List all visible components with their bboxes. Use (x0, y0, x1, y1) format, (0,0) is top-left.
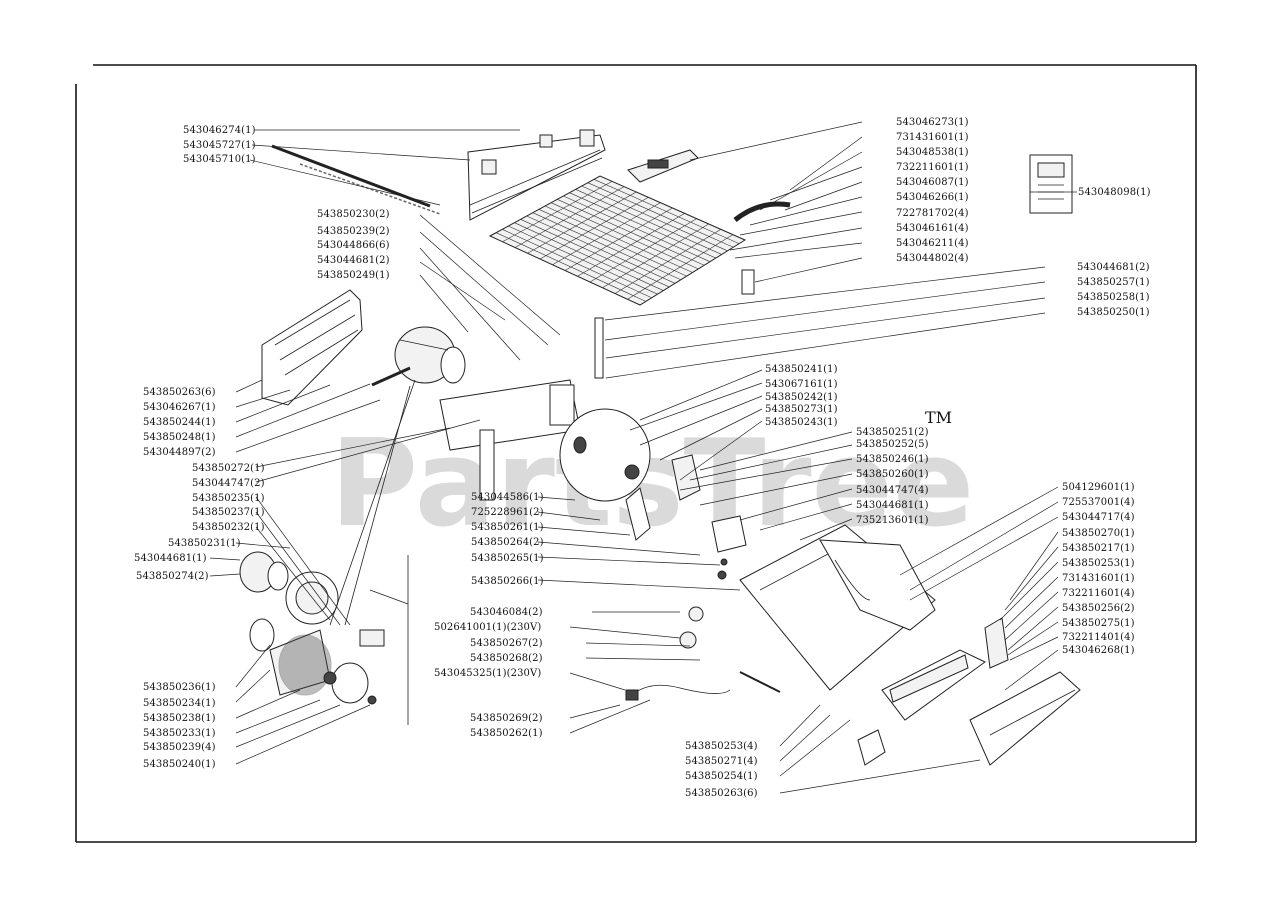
label: 543850251(2) (856, 427, 929, 438)
label: 543850244(1) (143, 417, 216, 428)
label: 543850264(2) (471, 537, 544, 548)
frame (75, 64, 1197, 843)
label: 543850217(1) (1062, 543, 1135, 554)
label: 543044681(2) (317, 255, 390, 266)
watermark: PartsTree TM (330, 408, 974, 554)
label: 543046274(1) (183, 125, 256, 136)
label: 543850232(1) (192, 522, 265, 533)
label: 543044717(4) (1062, 512, 1135, 523)
part-shapes (239, 129, 1081, 766)
label: 543044681(1) (134, 553, 207, 564)
label: 543850246(1) (856, 454, 929, 465)
label: 543045325(1)(230V) (434, 668, 541, 679)
label: 543850240(1) (143, 759, 216, 770)
label: 543046266(1) (896, 192, 969, 203)
label: 543850263(6) (685, 788, 758, 799)
label: 732211401(4) (1062, 632, 1135, 643)
label: 543850238(1) (143, 713, 216, 724)
label: 504129601(1) (1062, 482, 1135, 493)
label: 543850258(1) (1077, 292, 1150, 303)
leader-lines (209, 121, 1077, 794)
label: 543850250(1) (1077, 307, 1150, 318)
label: 543850274(2) (136, 571, 209, 582)
label: 543850263(6) (143, 387, 216, 398)
label: 725228961(2) (471, 507, 544, 518)
label: 543850252(5) (856, 439, 929, 450)
label: 543850230(2) (317, 209, 390, 220)
label: 543850261(1) (471, 522, 544, 533)
label: 543850256(2) (1062, 603, 1135, 614)
label: 731431601(1) (1062, 573, 1135, 584)
part-labels: 543046274(1) 543045727(1) 543045710(1) 5… (134, 117, 1151, 799)
label: 543850267(2) (470, 638, 543, 649)
label: 543850269(2) (470, 713, 543, 724)
label: 543850248(1) (143, 432, 216, 443)
label: 543044681(2) (1077, 262, 1150, 273)
label: 543850262(1) (470, 728, 543, 739)
label: 543850273(1) (765, 404, 838, 415)
label: 543850237(1) (192, 507, 265, 518)
label: 543850271(4) (685, 756, 758, 767)
watermark-text: PartsTree (330, 415, 974, 554)
label: 543850249(1) (317, 270, 390, 281)
label: 543850241(1) (765, 364, 838, 375)
label: 543044747(2) (192, 478, 265, 489)
label: 543046268(1) (1062, 645, 1135, 656)
label: 543850253(4) (685, 741, 758, 752)
label: 543044586(1) (471, 492, 544, 503)
label: 543046084(2) (470, 607, 543, 618)
label: 543850236(1) (143, 682, 216, 693)
label: 722781702(4) (896, 208, 969, 219)
label: 543850254(1) (685, 771, 758, 782)
label: 732211601(1) (896, 162, 969, 173)
label: 543850233(1) (143, 728, 216, 739)
label: 543850243(1) (765, 417, 838, 428)
label: 543044866(6) (317, 240, 390, 251)
label: 543044802(4) (896, 253, 969, 264)
label: 543067161(1) (765, 379, 838, 390)
label: 731431601(1) (896, 132, 969, 143)
label: 543850270(1) (1062, 528, 1135, 539)
label: 543046161(4) (896, 223, 969, 234)
table-grid (495, 179, 740, 302)
label: 543850275(1) (1062, 618, 1135, 629)
label: 543850257(1) (1077, 277, 1150, 288)
label: 543044747(4) (856, 485, 929, 496)
label: 543850268(2) (470, 653, 543, 664)
label: 543850265(1) (471, 553, 544, 564)
label: 543046087(1) (896, 177, 969, 188)
watermark-tm: TM (925, 408, 952, 427)
label: 543045727(1) (183, 140, 256, 151)
label: 543850234(1) (143, 698, 216, 709)
label: 543850242(1) (765, 392, 838, 403)
label: 735213601(1) (856, 515, 929, 526)
label: 543048098(1) (1078, 187, 1151, 198)
label: 543850239(4) (143, 742, 216, 753)
label: 725537001(4) (1062, 497, 1135, 508)
label: 732211601(4) (1062, 588, 1135, 599)
label: 543850235(1) (192, 493, 265, 504)
label: 543046211(4) (896, 238, 969, 249)
label: 543046267(1) (143, 402, 216, 413)
label: 543850231(1) (168, 538, 241, 549)
label: 502641001(1)(230V) (434, 622, 541, 633)
label: 543044681(1) (856, 500, 929, 511)
label: 543850266(1) (471, 576, 544, 587)
label: 543850272(1) (192, 463, 265, 474)
label: 543850253(1) (1062, 558, 1135, 569)
label: 543048538(1) (896, 147, 969, 158)
label: 543850239(2) (317, 226, 390, 237)
label: 543850260(1) (856, 469, 929, 480)
label: 543044897(2) (143, 447, 216, 458)
label: 543045710(1) (183, 154, 256, 165)
label: 543046273(1) (896, 117, 969, 128)
